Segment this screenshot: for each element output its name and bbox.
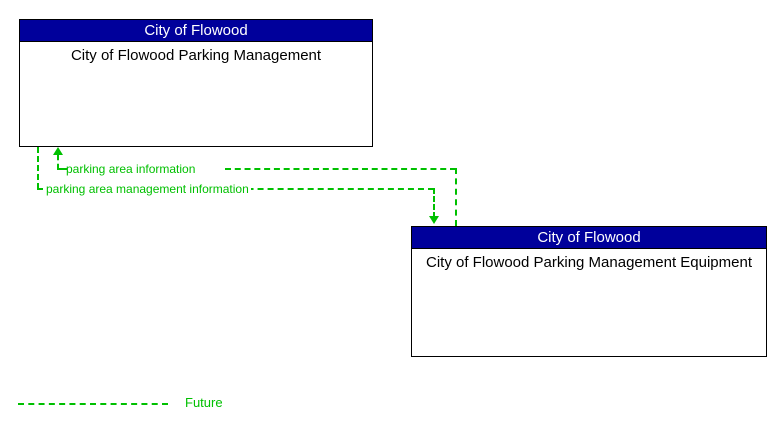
flow-parking-area-information-label: parking area information	[66, 162, 196, 176]
flow-parking-area-information-segment-connector	[57, 168, 67, 170]
flow-parking-area-management-information-arrowhead	[429, 216, 439, 224]
flow-parking-area-management-information-segment-vertical-right	[433, 188, 435, 218]
node-parking-equipment[interactable]: City of Flowood City of Flowood Parking …	[411, 226, 767, 357]
flow-parking-area-information-segment-vertical-left	[57, 155, 59, 169]
flow-parking-area-information-arrowhead	[53, 147, 63, 155]
legend-future-label: Future	[185, 395, 223, 410]
legend-future-line	[18, 403, 168, 405]
node-parking-management[interactable]: City of Flowood City of Flowood Parking …	[19, 19, 373, 147]
flow-parking-area-management-information-label: parking area management information	[44, 182, 251, 196]
flow-parking-area-management-information-segment-vertical-left	[37, 147, 39, 189]
node-parking-equipment-title: City of Flowood	[412, 227, 766, 249]
flow-parking-area-information-segment-horizontal	[225, 168, 456, 170]
legend: Future	[18, 395, 318, 415]
node-parking-equipment-label: City of Flowood Parking Management Equip…	[425, 254, 752, 271]
node-parking-management-label: City of Flowood Parking Management	[70, 47, 322, 64]
node-parking-management-title: City of Flowood	[20, 20, 372, 42]
flow-parking-area-information-segment-vertical-right	[455, 168, 457, 226]
